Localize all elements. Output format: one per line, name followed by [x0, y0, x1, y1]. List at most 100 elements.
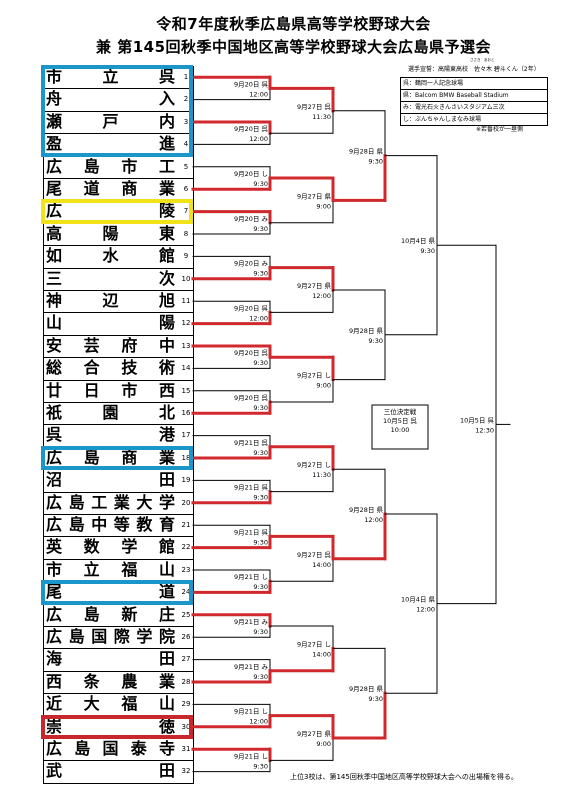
round1-match-date: 9月21日 み — [234, 618, 268, 626]
round1-match-date: 9月21日 み — [234, 663, 268, 671]
round3-match-time: 9:30 — [368, 695, 383, 703]
seed-number: 13 — [181, 341, 191, 350]
third-place-date: 10月5日 呉 — [383, 417, 417, 425]
highlight-box-yellow — [41, 199, 193, 224]
seed-number: 29 — [181, 700, 191, 709]
seed-number: 9 — [183, 252, 189, 261]
seed-number: 18 — [181, 453, 191, 462]
round2-match-time: 14:00 — [312, 561, 331, 569]
semifinal-match-time: 12:00 — [416, 606, 435, 614]
row-divider — [43, 379, 193, 381]
round2-match-date: 9月27日 し — [297, 372, 331, 380]
round1-match-date: 9月20日 み — [234, 215, 268, 223]
round2-match-time: 11:30 — [312, 471, 331, 479]
team-name: 西条農業 — [46, 671, 176, 691]
team-name: 呉港 — [46, 425, 176, 445]
row-divider — [43, 670, 193, 672]
round2-match-time: 9:00 — [316, 382, 331, 390]
seed-number: 22 — [181, 543, 191, 552]
team-list-left-border — [43, 66, 44, 784]
team-name: 広島中等教育 — [46, 515, 176, 534]
team-name: 市立福山 — [46, 559, 176, 579]
row-divider — [43, 334, 193, 336]
semifinal-match-date: 10月4日 県 — [401, 237, 435, 245]
row-divider — [43, 626, 193, 627]
round1-match-date: 9月20日 呉 — [234, 304, 268, 312]
round1-match-date: 9月20日 み — [234, 260, 268, 268]
seed-number: 19 — [181, 476, 191, 485]
round1-match-time: 12:00 — [249, 135, 268, 143]
team-name: 祇園北 — [46, 403, 176, 422]
row-divider — [43, 514, 193, 515]
umpire-name-ruby: ささき あおと — [470, 58, 495, 62]
round1-match-date: 9月20日 呉 — [234, 349, 268, 357]
row-divider — [43, 782, 193, 784]
page-subtitle: 兼 第145回秋季中国地区高等学校野球大会広島県予選会 — [95, 38, 492, 56]
round1-match-date: 9月21日 し — [234, 752, 268, 760]
round1-match-time: 9:30 — [253, 449, 268, 457]
third-place-title: 三位決定戦 — [383, 408, 417, 416]
team-name: 高陽東 — [46, 223, 176, 243]
seed-number: 2 — [183, 95, 189, 104]
round1-match-time: 12:00 — [249, 718, 268, 726]
team-list-right-border — [193, 66, 194, 784]
team-name: 山陽 — [46, 313, 176, 333]
round3-match-date: 9月28日 県 — [349, 506, 383, 514]
round2-match-time: 11:30 — [312, 113, 331, 121]
seed-number: 16 — [181, 409, 191, 417]
highlight-box-blue — [41, 65, 193, 157]
team-name: 広島国際学院 — [46, 627, 176, 646]
round3-match-time: 12:00 — [364, 516, 383, 524]
seed-number: 6 — [183, 185, 189, 193]
row-divider — [43, 290, 193, 291]
team-name: 盈進 — [46, 134, 176, 154]
team-row: 広島国際学院 26 — [43, 626, 193, 648]
seed-number: 26 — [181, 633, 191, 641]
team-name: 海田 — [46, 649, 176, 669]
venue-legend-item: 県：Balcom BMW Baseball Stadium — [401, 90, 547, 102]
round1-match-time: 9:30 — [253, 762, 268, 770]
row-divider — [43, 402, 193, 403]
team-name: 広島新庄 — [46, 604, 176, 624]
seed-number: 15 — [181, 386, 191, 395]
third-place-time: 10:00 — [390, 426, 410, 434]
team-name: 広島工業大学 — [46, 492, 176, 512]
final-match-time: 12:30 — [475, 426, 494, 434]
page-title: 令和7年度秋季広島県高等学校野球大会 — [156, 15, 431, 33]
round2-match-date: 9月27日 呉 — [297, 103, 331, 111]
venue-legend: 呉：鶴岡一人記念球場 県：Balcom BMW Baseball Stadium… — [400, 77, 548, 126]
row-divider — [43, 133, 193, 135]
row-divider — [43, 357, 193, 359]
round1-match-date: 9月21日 し — [234, 573, 268, 581]
team-name: 沼田 — [46, 470, 176, 490]
round1-match-time: 9:30 — [253, 225, 268, 233]
round3-match-time: 9:30 — [368, 158, 383, 166]
seed-number: 8 — [183, 229, 189, 238]
round2-match-time: 14:00 — [312, 650, 331, 658]
round1-match-time: 9:30 — [253, 583, 268, 591]
round1-match-time: 9:30 — [253, 628, 268, 636]
round1-match-date: 9月20日 呉 — [234, 125, 268, 133]
round3-match-time: 9:30 — [368, 337, 383, 345]
round1-match-time: 12:00 — [249, 90, 268, 98]
opening-pledge-note: 選手宣誓：高陽東高校 佐々木 碧斗くん（2年） — [408, 66, 540, 73]
seed-number: 17 — [181, 431, 191, 440]
venue-legend-item: し：ぶんちゃんしまなみ球場 — [403, 116, 482, 123]
team-name: 広島市工 — [46, 156, 176, 176]
round2-match-date: 9月27日 呉 — [297, 551, 331, 559]
